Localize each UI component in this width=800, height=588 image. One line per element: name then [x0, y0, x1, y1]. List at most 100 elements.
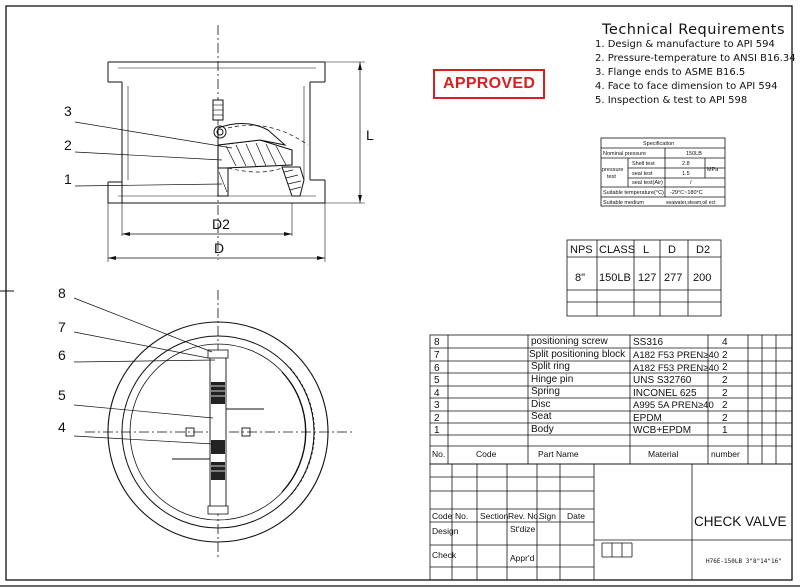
part-qty: 1: [722, 425, 728, 436]
dim-d-value: 277: [664, 272, 682, 284]
part-name: Body: [531, 424, 554, 435]
dim-nps-value: 8": [575, 272, 585, 284]
part-material: INCONEL 625: [633, 388, 697, 399]
dim-header-d: D: [668, 244, 676, 256]
part-qty: 2: [722, 413, 728, 424]
callout-1: 1: [64, 171, 72, 187]
tb-no: No.: [455, 511, 468, 521]
callout-2: 2: [64, 137, 72, 153]
callout-5: 5: [58, 387, 66, 403]
dim-l-value: 127: [638, 272, 656, 284]
part-no: 8: [434, 337, 440, 348]
spec-medium-label: Suitable medium: [603, 200, 644, 206]
specification-table: [600, 137, 726, 207]
part-no: 6: [434, 363, 440, 374]
table-row: 6 Split ring A182 F53 PREN≥40 2: [434, 361, 728, 374]
tb-rev-no: Rev. No.: [508, 511, 540, 521]
title-block-text: Code No. Section Rev. No. Sign Date Desi…: [432, 511, 787, 565]
part-qty: 4: [722, 337, 728, 348]
requirement-item: 5. Inspection & test to API 598: [595, 95, 748, 106]
dim-l-label: L: [366, 127, 374, 143]
part-name: Hinge pin: [531, 374, 573, 385]
spec-pressure-label: pressure: [602, 167, 623, 173]
parts-header-qty: number: [711, 449, 740, 459]
dimensions-text: NPS CLASS L D D2 8" 150LB 127 277 200: [570, 244, 711, 284]
spec-shell-test-value: 2.8: [682, 161, 690, 167]
parts-header-no: No.: [432, 449, 445, 459]
approved-stamp: APPROVED: [433, 69, 546, 99]
part-material: UNS S32760: [633, 375, 692, 386]
table-row: 1 Body WCB+EPDM 1: [434, 424, 728, 436]
drawing-border: [5, 5, 793, 581]
spec-medium-value: seawater,steam,oil ect: [666, 200, 716, 206]
part-qty: 2: [722, 375, 728, 386]
part-material: WCB+EPDM: [633, 425, 691, 436]
dim-header-l: L: [643, 244, 649, 256]
part-name: Seat: [531, 411, 552, 422]
callout-3: 3: [64, 103, 72, 119]
tb-approved: Appr'd: [510, 553, 535, 563]
part-no: 7: [434, 350, 440, 361]
tb-section: Section: [480, 511, 509, 521]
spec-shell-test-label: Shell test: [632, 161, 655, 167]
parts-list-grid: [429, 334, 793, 465]
technical-requirements-title: Technical Requirements: [602, 22, 785, 38]
part-qty: 2: [722, 350, 728, 361]
parts-list-rows: 8 positioning screw SS316 4 7 Split posi…: [432, 336, 740, 459]
dim-d2-label: D2: [212, 216, 230, 232]
title-block-grid: [429, 463, 793, 581]
spec-title: Specification: [643, 141, 674, 147]
tb-standardize: St'dize: [510, 524, 536, 534]
table-row: 4 Spring INCONEL 625 2: [434, 386, 728, 399]
spec-seal-test-label: seal test: [632, 171, 653, 177]
part-name: Split ring: [531, 361, 570, 372]
callout-6: 6: [58, 347, 66, 363]
part-name: Split positioning block: [529, 349, 626, 360]
spec-test-label: test: [607, 174, 616, 180]
spec-unit: MPa: [707, 167, 719, 173]
callout-4: 4: [58, 419, 66, 435]
technical-requirements: Technical Requirements 1. Design & manuf…: [595, 22, 796, 106]
tb-design: Design: [432, 526, 459, 536]
tb-check: Check: [432, 550, 457, 560]
part-no: 2: [434, 413, 440, 424]
part-qty: 2: [722, 388, 728, 399]
part-name: Spring: [531, 386, 560, 397]
part-material: A182 F53 PREN≥40: [633, 350, 719, 361]
spec-temp-value: -29°C~180°C: [670, 190, 703, 196]
side-section-view: [74, 25, 365, 262]
specification-text: Specification Nominal pressure 150LB pre…: [602, 141, 719, 206]
part-material: A995 5A PREN≥40: [633, 400, 714, 411]
tb-title: CHECK VALVE: [694, 514, 787, 529]
table-row: 3 Disc A995 5A PREN≥40 2: [434, 399, 728, 411]
part-no: 4: [434, 388, 440, 399]
dim-header-d2: D2: [696, 244, 710, 256]
requirement-item: 4. Face to face dimension to API 594: [595, 81, 778, 92]
part-no: 5: [434, 375, 440, 386]
requirement-item: 1. Design & manufacture to API 594: [595, 39, 775, 50]
part-material: EPDM: [633, 413, 662, 424]
part-name: positioning screw: [531, 336, 608, 347]
requirement-item: 3. Flange ends to ASME B16.5: [595, 67, 746, 78]
tb-code: Code: [432, 511, 453, 521]
part-name: Disc: [531, 399, 550, 410]
spec-nominal-pressure-value: 150LB: [686, 151, 702, 157]
dim-header-class: CLASS: [599, 244, 635, 256]
tb-sign: Sign: [539, 511, 556, 521]
tb-drawing-no: H76E-150LB 3"8"14"16": [706, 558, 782, 565]
table-row: 2 Seat EPDM 2: [434, 411, 728, 424]
spec-seal-test-air-label: seal test(Air): [632, 180, 663, 186]
part-qty: 2: [722, 400, 728, 411]
callout-7: 7: [58, 319, 66, 335]
dim-class-value: 150LB: [599, 272, 631, 284]
part-no: 3: [434, 400, 440, 411]
dim-d2-value: 200: [693, 272, 711, 284]
part-qty: 2: [722, 362, 728, 373]
part-material: A182 F53 PREN≥40: [633, 363, 719, 374]
spec-nominal-pressure-label: Nominal pressure: [603, 151, 646, 157]
callout-8: 8: [58, 285, 66, 301]
spec-temp-label: Suitable temperature(°C): [603, 190, 664, 196]
table-row: 8 positioning screw SS316 4: [434, 336, 728, 348]
parts-header-code: Code: [476, 449, 497, 459]
